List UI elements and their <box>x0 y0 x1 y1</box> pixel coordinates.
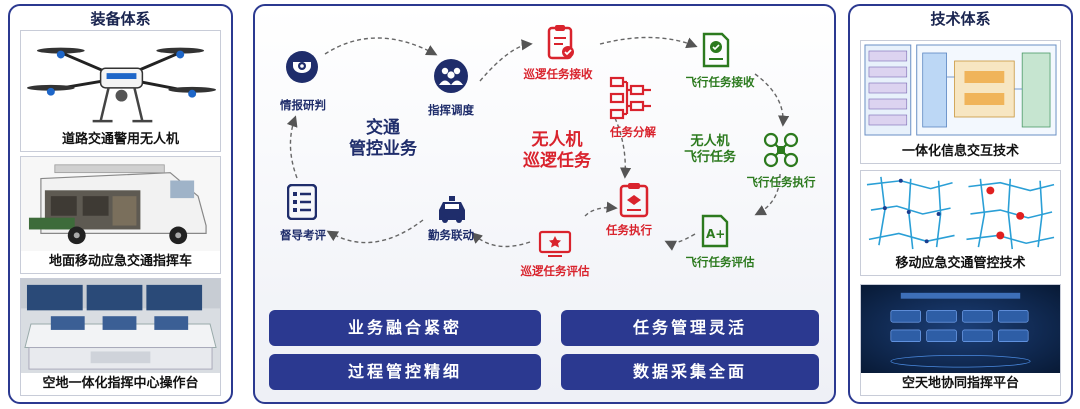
road-network-map <box>861 171 1060 253</box>
system-architecture-diagram <box>861 41 1060 141</box>
clipboard-check-icon <box>547 24 575 60</box>
task-decomposition-label: 任务分解 <box>610 125 656 139</box>
technology-system-title: 技术体系 <box>930 10 991 28</box>
flight-task-execution-label: 飞行任务执行 <box>746 175 816 189</box>
patrol-task-evaluation-label: 巡逻任务评估 <box>520 264 590 278</box>
feature-comprehensive-data-collection: 数据采集全面 <box>561 354 819 390</box>
police-car-icon <box>435 194 469 224</box>
platform-dashboard <box>861 285 1060 373</box>
command-console-photo <box>21 279 220 373</box>
command-dispatch-label: 指挥调度 <box>428 103 474 117</box>
flight-task-receive-label: 飞行任务接收 <box>685 75 755 89</box>
business-process-panel: 情报研判 指挥调度 交通 管控业务 勤务联动 督导考评 巡逻任务接收 <box>253 4 836 404</box>
patrol-task-receive-label: 巡逻任务接收 <box>523 67 593 81</box>
evaluation-monitor-icon <box>538 230 572 258</box>
task-execution-label: 任务执行 <box>606 223 652 237</box>
command-console-card: 空地一体化指挥中心操作台 <box>20 278 221 396</box>
quadcopter-icon <box>763 132 799 168</box>
technology-system-panel: 技术体系 一体化信息交互技术 <box>848 4 1073 404</box>
task-document-icon <box>702 32 730 68</box>
flowchart-icon <box>609 76 655 120</box>
drone-flight-task-title: 无人机 飞行任务 <box>683 134 736 165</box>
information-interaction-card: 一体化信息交互技术 <box>860 40 1061 164</box>
checklist-icon <box>287 184 317 220</box>
mission-document-icon <box>619 182 649 218</box>
equipment-system-panel: 装备体系 道路交通警用无人机 <box>8 4 233 404</box>
mobile-emergency-control-caption: 移动应急交通管控技术 <box>861 253 1060 275</box>
space-air-ground-platform-card: 空天地协同指挥平台 <box>860 284 1061 396</box>
traffic-control-business-title: 交通 管控业务 <box>349 118 417 159</box>
police-drone-card: 道路交通警用无人机 <box>20 30 221 152</box>
feature-fine-process-control: 过程管控精细 <box>269 354 541 390</box>
command-vehicle-photo <box>21 157 220 251</box>
command-console-caption: 空地一体化指挥中心操作台 <box>21 373 220 395</box>
information-interaction-caption: 一体化信息交互技术 <box>861 141 1060 163</box>
surveillance-camera-icon <box>285 50 319 84</box>
feature-business-integration: 业务融合紧密 <box>269 310 541 346</box>
command-vehicle-card: 地面移动应急交通指挥车 <box>20 156 221 274</box>
mobile-emergency-control-card: 移动应急交通管控技术 <box>860 170 1061 276</box>
grade-a-plus-icon: A+ <box>701 214 729 248</box>
feature-flexible-task-management: 任务管理灵活 <box>561 310 819 346</box>
police-drone-caption: 道路交通警用无人机 <box>21 129 220 151</box>
drone-patrol-task-title: 无人机 巡逻任务 <box>523 130 591 171</box>
duty-linkage-label: 勤务联动 <box>428 228 474 242</box>
svg-text:A+: A+ <box>706 227 725 241</box>
intelligence-analysis-label: 情报研判 <box>280 98 326 112</box>
equipment-system-title: 装备体系 <box>90 10 151 28</box>
flight-task-evaluation-label: 飞行任务评估 <box>685 255 755 269</box>
cycle-connectors <box>286 36 790 251</box>
command-vehicle-caption: 地面移动应急交通指挥车 <box>21 251 220 273</box>
team-dispatch-icon <box>433 58 469 94</box>
police-drone-photo <box>21 31 220 129</box>
supervision-evaluation-label: 督导考评 <box>280 228 326 242</box>
space-air-ground-platform-caption: 空天地协同指挥平台 <box>861 373 1060 395</box>
